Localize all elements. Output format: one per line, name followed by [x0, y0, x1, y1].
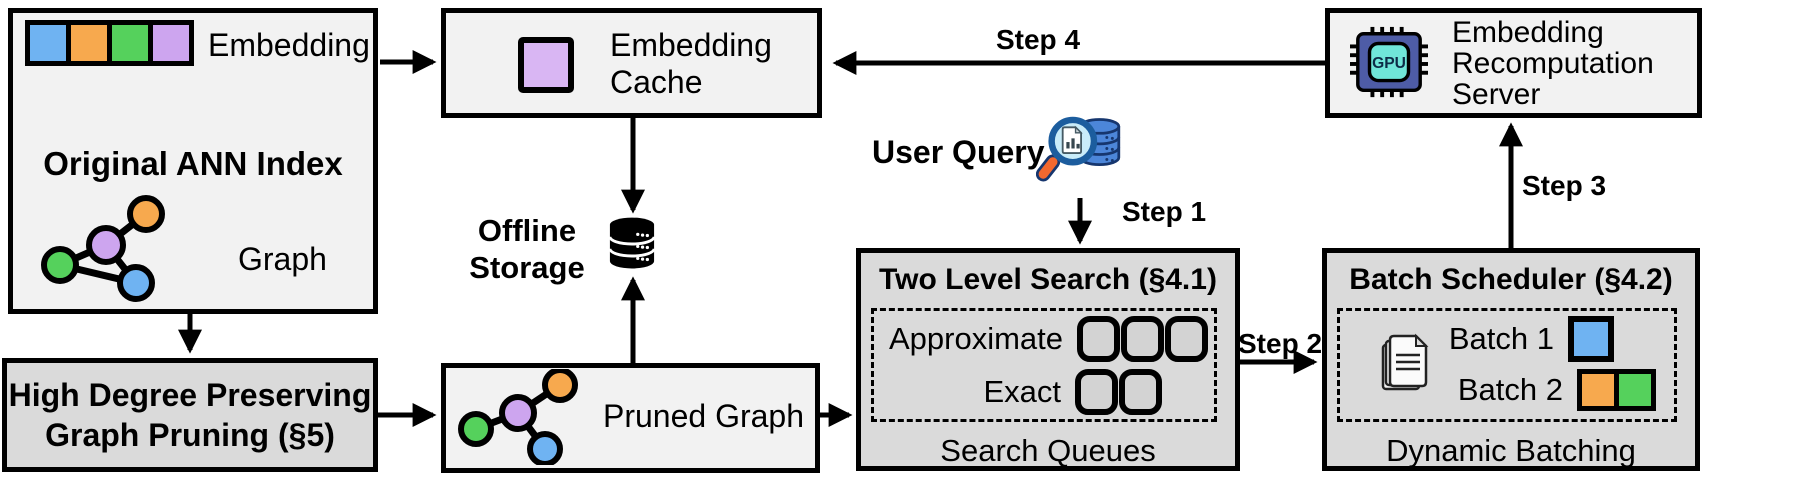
pruned-graph-box: Pruned Graph	[441, 363, 820, 473]
batch1-label: Batch 1	[1448, 321, 1554, 356]
ann-index-title: Original ANN Index	[43, 145, 343, 182]
gpu-chip-icon: GPU	[1350, 26, 1428, 98]
documents-icon	[1381, 333, 1429, 391]
step3-label: Step 3	[1522, 170, 1607, 201]
approximate-queue-row: Approximate	[889, 316, 1208, 362]
pruned-graph-icon	[458, 369, 578, 465]
pruned-graph-label: Pruned Graph	[603, 398, 805, 434]
dynamic-batching-label: Dynamic Batching	[1386, 433, 1636, 468]
recomputation-server-box: GPU Embedding Recomputation Server	[1325, 8, 1702, 118]
queue-slot	[1165, 316, 1208, 362]
database-icon	[608, 217, 656, 269]
exact-label: Exact	[983, 374, 1061, 409]
cached-embedding-square	[518, 37, 574, 93]
queue-slot	[1075, 369, 1118, 415]
gpu-text: GPU	[1372, 55, 1406, 72]
batch-scheduler-box: Batch Scheduler (§4.2) Batch 1 Batch 2	[1322, 248, 1700, 471]
two-level-search-box: Two Level Search (§4.1) Approximate Exac…	[856, 248, 1240, 471]
embedding-cell-blue	[30, 25, 66, 61]
queue-slot	[1121, 316, 1164, 362]
embedding-vector	[25, 20, 194, 66]
embedding-cell-green	[112, 25, 148, 61]
step2-label: Step 2	[1238, 328, 1323, 359]
step1-label: Step 1	[1122, 196, 1207, 227]
queue-slot	[1119, 369, 1162, 415]
batch2-row: Batch 2	[1458, 369, 1656, 411]
offline-storage-label: Offline Storage	[469, 213, 585, 285]
embedding-cell-purple	[153, 25, 189, 61]
embedding-label: Embedding	[208, 27, 370, 63]
query-document-glyph	[1061, 125, 1083, 154]
batch1-blue-square	[1568, 316, 1614, 362]
search-queues-area: Approximate Exact	[871, 308, 1217, 422]
search-queues-label: Search Queues	[940, 433, 1156, 468]
batch2-orange-square	[1582, 374, 1614, 406]
embedding-cell-orange	[71, 25, 107, 61]
original-graph-icon	[41, 195, 165, 302]
batch2-green-square	[1619, 374, 1651, 406]
exact-queue-row: Exact	[983, 369, 1162, 415]
batch2-label: Batch 2	[1457, 372, 1563, 407]
batch-scheduler-title: Batch Scheduler (§4.2)	[1349, 263, 1673, 296]
batch2-squares	[1577, 369, 1656, 411]
embedding-cache-box: Embedding Cache	[441, 8, 822, 118]
two-level-search-title: Two Level Search (§4.1)	[879, 263, 1217, 296]
queue-slot	[1077, 316, 1120, 362]
recomputation-server-label: Embedding Recomputation Server	[1452, 16, 1654, 111]
graph-pruning-box: High Degree Preserving Graph Pruning (§5…	[2, 358, 378, 472]
batch1-row: Batch 1	[1449, 316, 1614, 362]
approximate-label: Approximate	[888, 321, 1063, 356]
graph-pruning-title: High Degree Preserving Graph Pruning (§5…	[8, 377, 372, 453]
step4-label: Step 4	[995, 24, 1081, 55]
graph-label: Graph	[238, 241, 327, 277]
user-query-label: User Query	[872, 134, 1045, 170]
original-ann-index-box: Embedding Original ANN Index Graph	[8, 8, 378, 314]
embedding-cache-label: Embedding Cache	[610, 27, 772, 100]
user-query-icon	[1036, 116, 1121, 182]
dynamic-batching-area: Batch 1 Batch 2	[1337, 308, 1677, 422]
